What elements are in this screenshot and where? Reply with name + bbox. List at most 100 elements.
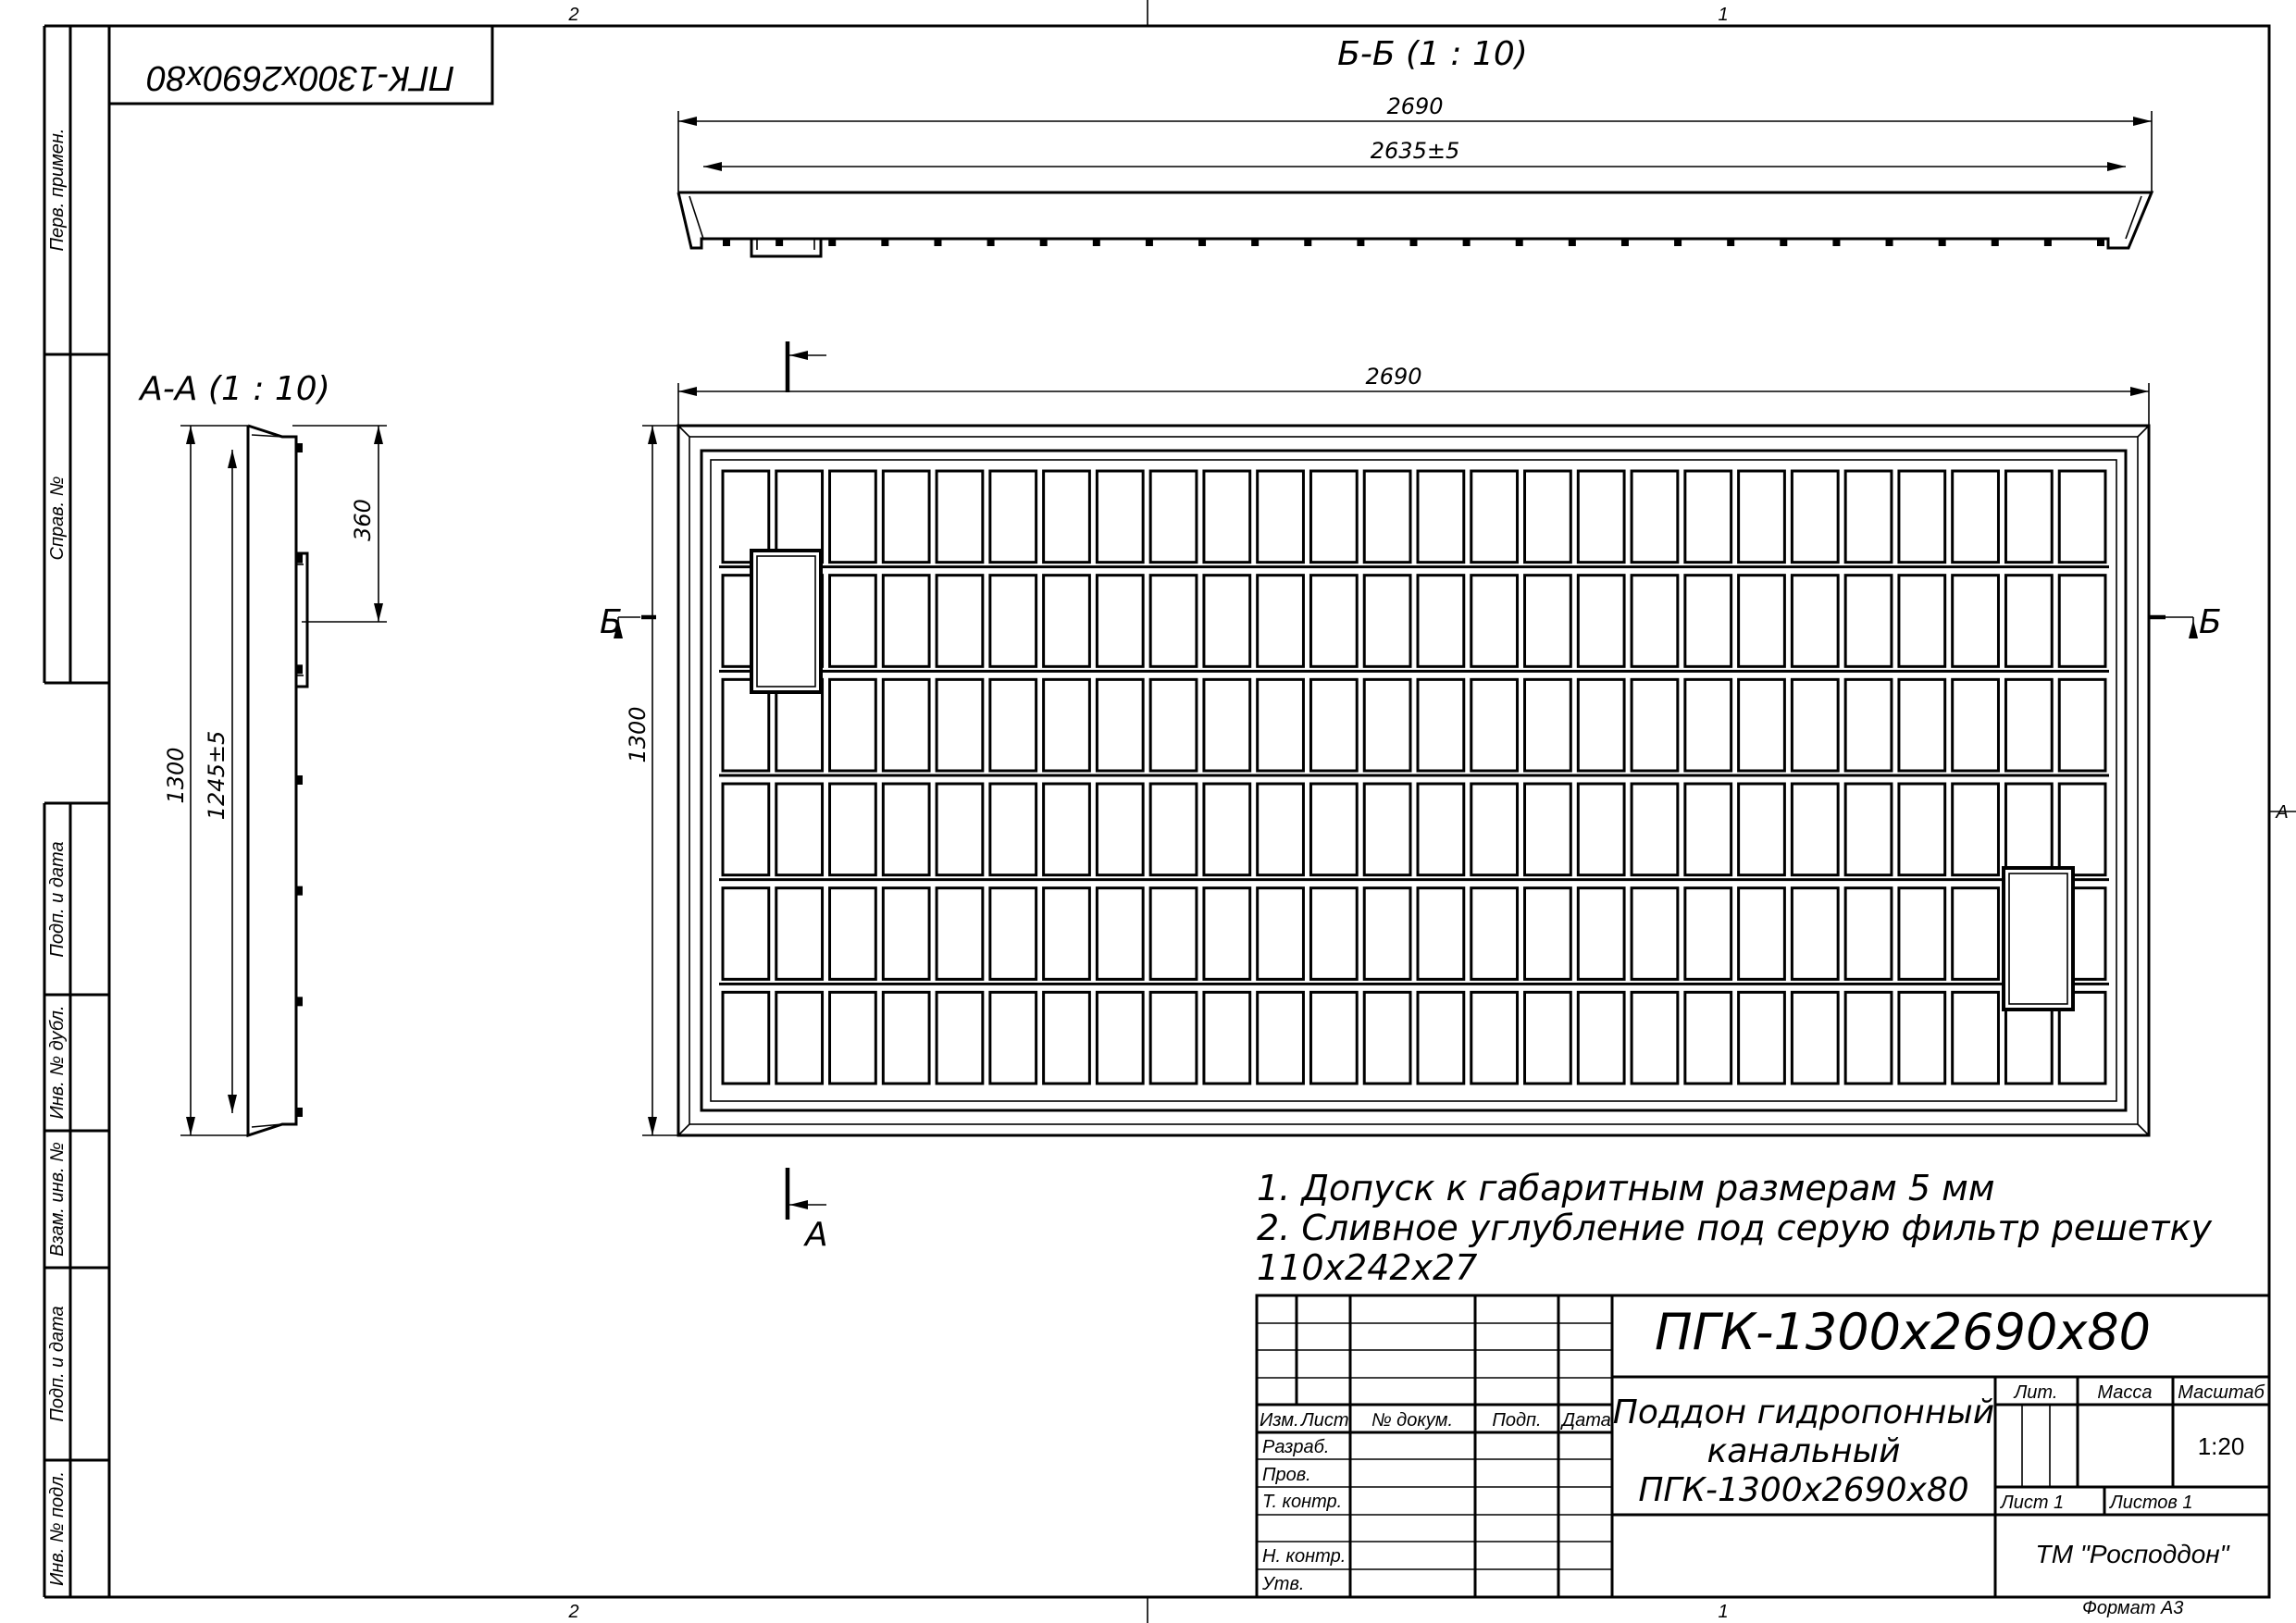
grid-cell — [1202, 677, 1252, 773]
grid-cell — [828, 782, 877, 877]
profile-rib — [776, 239, 784, 246]
grid-cell — [2057, 469, 2107, 564]
grid-cell — [1737, 990, 1786, 1085]
profile-rib — [1039, 239, 1048, 246]
profile-rib — [1198, 239, 1207, 246]
mirrored-code-box: ПГК-1300х2690х80 — [107, 24, 494, 105]
note-1: 1. Допуск к габаритным размерам 5 мм — [1257, 1168, 1994, 1208]
profile-rib — [2043, 239, 2052, 246]
grid-cell — [1148, 574, 1198, 668]
grid-cell — [1470, 677, 1520, 773]
grid-cell — [1523, 574, 1572, 668]
grid-cell — [881, 677, 931, 773]
stamp-inv-podl: Инв. № подл. — [47, 1471, 68, 1586]
grid-cell — [1897, 782, 1947, 877]
grid-cell — [1095, 574, 1145, 668]
grid-cell — [1843, 886, 1893, 981]
zone-label-bottom-right: 1 — [1718, 1602, 1728, 1622]
grid-cell — [775, 469, 825, 564]
grid-cell — [935, 469, 985, 564]
zone-label-top-left: 2 — [567, 5, 578, 25]
grid-cell — [1630, 574, 1680, 668]
grid-cell — [1630, 886, 1680, 981]
profile-rib — [1568, 239, 1576, 246]
grid-cell — [1309, 886, 1359, 981]
section-b-ribs — [723, 239, 2104, 246]
grid-cell — [1309, 677, 1359, 773]
profile-rib — [934, 239, 942, 246]
grid-cell — [1951, 990, 2000, 1085]
profile-rib — [1620, 239, 1629, 246]
grid-cell — [1843, 574, 1893, 668]
section-b-view: Б-Б (1 : 10) 2690 2635±5 — [676, 35, 2154, 258]
grid-cell — [1576, 886, 1626, 981]
grid-cell — [1309, 782, 1359, 877]
grid-cell — [1897, 574, 1947, 668]
company-name: ТМ "Росподдон" — [2035, 1540, 2229, 1568]
grid-cell — [1683, 677, 1733, 773]
grid-cell — [721, 782, 771, 877]
grid-cell — [1095, 990, 1145, 1085]
grid-cell — [1202, 990, 1252, 1085]
grid-cell — [1737, 886, 1786, 981]
profile-rib — [1251, 239, 1260, 246]
profile-rib — [987, 239, 995, 246]
plan-dim-width: 2690 — [1365, 364, 1421, 390]
col-izm: Изм. — [1260, 1410, 1299, 1431]
grid-cell — [1790, 677, 1840, 773]
profile-rib — [2097, 239, 2104, 246]
side-rib — [296, 443, 303, 452]
col-list: Лист — [1299, 1410, 1349, 1431]
grid-cell — [1737, 677, 1786, 773]
grid-cell — [1951, 886, 2000, 981]
grid-cell — [1470, 574, 1520, 668]
grid-cell — [881, 574, 931, 668]
grid-cell — [1843, 990, 1893, 1085]
grid-cell — [1148, 469, 1198, 564]
notes: 1. Допуск к габаритным размерам 5 мм 2. … — [1257, 1168, 2212, 1288]
grid-cell — [935, 782, 985, 877]
profile-rib — [1515, 239, 1523, 246]
grid-cell — [1095, 886, 1145, 981]
grid-cell — [1951, 574, 2000, 668]
grid-cell — [1683, 469, 1733, 564]
title-name-line-1: Поддон гидропонный — [1613, 1394, 1994, 1431]
profile-rib — [1991, 239, 1999, 246]
grid-cell — [1416, 886, 1466, 981]
grid-cell — [2057, 574, 2107, 668]
profile-rib — [1409, 239, 1418, 246]
grid-cell — [1683, 990, 1733, 1085]
title-block: Изм. Лист № докум. Подп. Дата Разраб. Пр… — [1255, 1294, 2271, 1599]
scale-label: Масштаб — [2178, 1382, 2265, 1403]
left-stamp-strip: Перв. примен. Справ. № Подп. и дата Инв.… — [43, 24, 109, 1599]
grid-cell — [1523, 469, 1572, 564]
stamp-sprav-no: Справ. № — [47, 477, 68, 561]
note-2: 2. Сливное углубление под серую фильтр р… — [1257, 1208, 2212, 1248]
profile-rib — [1938, 239, 1946, 246]
grid-cell — [1148, 886, 1198, 981]
grid-cell — [1042, 677, 1091, 773]
profile-rib — [723, 239, 730, 246]
grid-cell — [1148, 990, 1198, 1085]
grid-cell — [1897, 677, 1947, 773]
grid-cell — [1523, 782, 1572, 877]
grid-cell — [1202, 782, 1252, 877]
grid-cell — [1523, 990, 1572, 1085]
grid-cell — [1416, 677, 1466, 773]
grid-cell — [988, 990, 1038, 1085]
channel-grid — [719, 469, 2109, 1085]
grid-cell — [1576, 469, 1626, 564]
title-name-line-2: канальный — [1707, 1432, 1901, 1470]
grid-cell — [1470, 886, 1520, 981]
drain-recess-right — [2002, 866, 2075, 1011]
side-rib — [296, 775, 303, 785]
profile-rib — [1674, 239, 1682, 246]
grid-cell — [1202, 469, 1252, 564]
grid-cell — [1202, 574, 1252, 668]
profile-rib — [1357, 239, 1365, 246]
stamp-inv-dubl: Инв. № дубл. — [47, 1006, 68, 1120]
grid-cell — [935, 574, 985, 668]
grid-cell — [1951, 782, 2000, 877]
grid-cell — [1790, 782, 1840, 877]
grid-cell — [1843, 782, 1893, 877]
